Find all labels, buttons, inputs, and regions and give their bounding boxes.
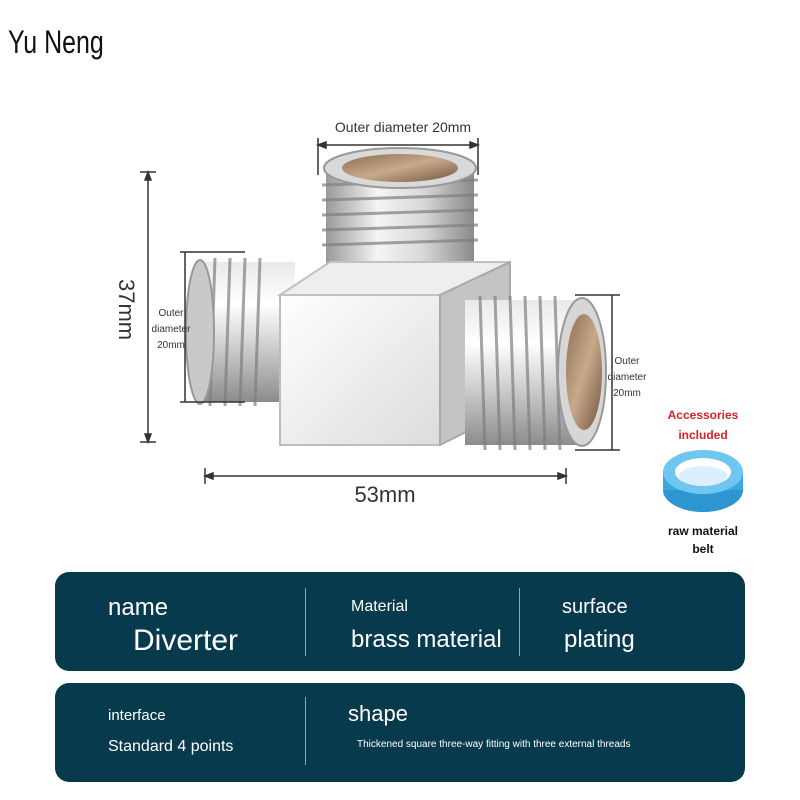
- right-threaded-outlet: [465, 295, 607, 451]
- top-diameter-label: Outer diameter 20mm: [334, 119, 472, 135]
- height-dimension-label: 37mm: [114, 279, 139, 341]
- left-threaded-outlet: [185, 257, 295, 407]
- accessories-title: Accessories included: [667, 408, 739, 442]
- raw-material-belt-image: [663, 450, 743, 512]
- name-value: Diverter: [133, 624, 239, 657]
- material-label: Material: [351, 598, 408, 615]
- product-image-tee-fitting: [140, 138, 620, 484]
- divider: [305, 588, 306, 656]
- accessory-item-label: raw material belt: [667, 524, 739, 556]
- shape-value: Thickened square three-way fitting with …: [357, 739, 631, 750]
- surface-value: plating: [564, 626, 635, 653]
- left-diameter-label: Outer diameter 20mm: [151, 308, 191, 351]
- surface-label: surface: [562, 596, 628, 618]
- interface-value: Standard 4 points: [108, 738, 234, 755]
- spec-panel-details: interface Standard 4 points shape Thicke…: [55, 683, 745, 782]
- material-value: brass material: [351, 626, 502, 653]
- right-diameter-label: Outer diameter 20mm: [607, 356, 647, 399]
- interface-label: interface: [108, 707, 166, 724]
- divider: [519, 588, 520, 656]
- name-label: name: [108, 594, 169, 621]
- width-dimension-label: 53mm: [354, 482, 416, 507]
- divider: [305, 697, 306, 765]
- brand-logo-text: Yu Neng: [8, 24, 104, 60]
- shape-label: shape: [348, 701, 408, 726]
- spec-panel-basic: name Diverter Material brass material su…: [55, 572, 745, 671]
